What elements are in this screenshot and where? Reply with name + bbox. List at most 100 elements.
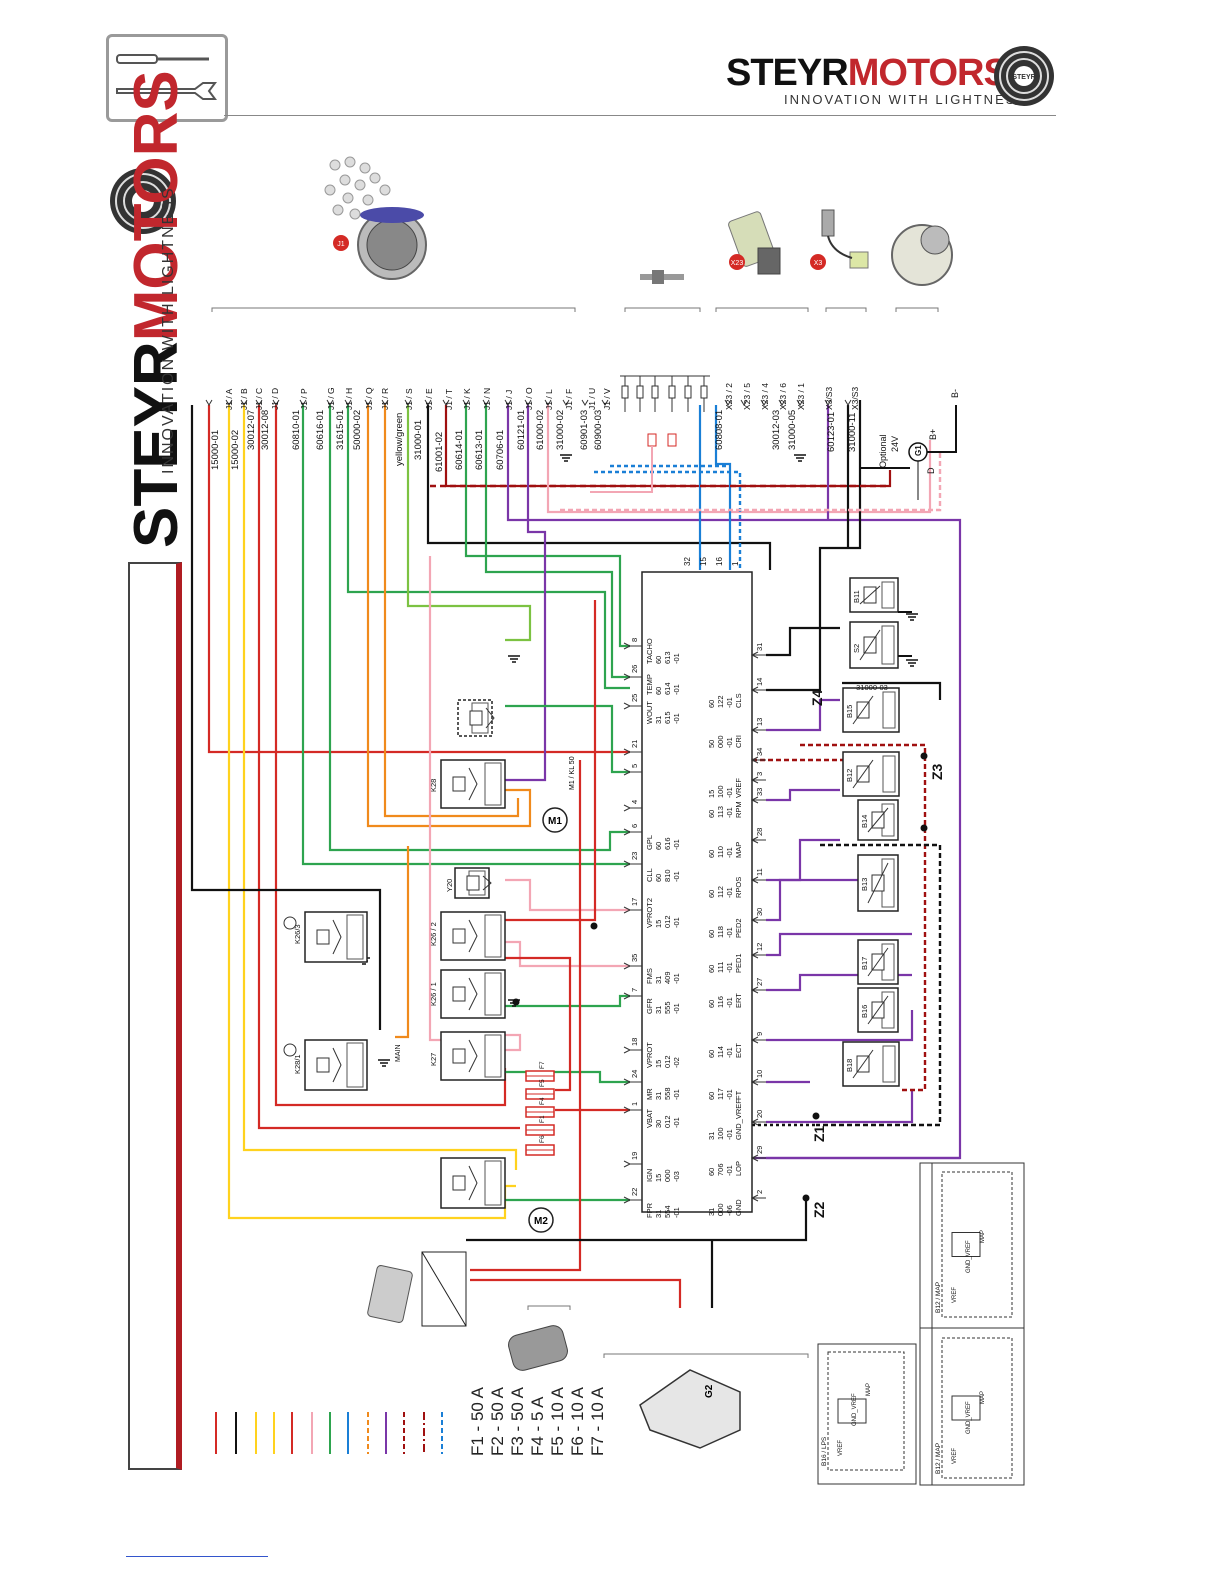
ecu-right-pin-10: 10 — [755, 1070, 764, 1078]
ecu-left-text: 409 — [663, 971, 672, 984]
ecu-right-text: FT — [734, 1090, 743, 1100]
battery-g2-icon: G2 — [639, 1369, 741, 1449]
inset-dashed-box — [941, 1171, 1013, 1318]
footer-link[interactable] — [126, 1556, 268, 1557]
ecu-left-text: 60 — [654, 874, 663, 882]
fuse-rating-2: F2 - 50 A — [488, 1387, 507, 1456]
pin-tick-14 — [482, 399, 490, 406]
ecu-left-text: 810 — [663, 869, 672, 882]
pin-tick-11 — [424, 399, 432, 406]
ecu-right-text: ERT — [734, 993, 743, 1008]
pin-tick-1 — [225, 399, 233, 406]
relay-contact — [468, 977, 478, 1011]
relay-indicator — [283, 1043, 297, 1057]
relay-contact — [468, 1039, 478, 1073]
ecu-right-text: 000 — [716, 1203, 725, 1216]
pin-tick-21 — [724, 399, 732, 406]
sensor-label-B14: B14 — [860, 815, 869, 828]
m1-label: M1 — [548, 816, 562, 827]
glow-plug-resistor — [636, 385, 644, 399]
relay-pins — [346, 1042, 364, 1088]
pin-label: J1 / H — [344, 388, 354, 410]
sidebar-title-bar — [128, 562, 182, 1470]
wire-label: 60900-03 — [593, 410, 604, 450]
wire-label: 15000-01 — [210, 430, 221, 470]
pin-label: J1 / G — [326, 387, 336, 410]
relay-pins — [484, 762, 502, 806]
wire-label: 60901-03 — [579, 410, 590, 450]
wire-46 — [766, 626, 840, 657]
ecu-top-pin-32: 32 — [683, 557, 692, 566]
pin-tick-0 — [205, 399, 213, 406]
ecu-right-text: 706 — [716, 1163, 725, 1176]
wire-2 — [242, 405, 518, 1170]
seal-text: STEYR — [1012, 74, 1035, 81]
relay-contact — [468, 1165, 478, 1201]
brand-seal-icon: STEYR — [994, 46, 1054, 106]
ecu-left-text: 012 — [663, 915, 672, 928]
ecu-right-text: -01 — [725, 927, 734, 938]
brand-tagline: INNOVATION WITH LIGHTNESS — [784, 92, 1028, 107]
ecu-left-text: 615 — [663, 711, 672, 724]
ecu-right-pin-9: 9 — [755, 1032, 764, 1036]
alt-optional-label: Optional — [878, 434, 888, 468]
relay-coil — [452, 986, 466, 1002]
sensor-pins — [881, 581, 895, 609]
x23-connector-icon — [728, 211, 781, 275]
ecu-left-text: 31 — [654, 1210, 663, 1218]
pin-label: J1 / J — [504, 390, 514, 410]
main-relay-label: MAIN — [395, 1045, 402, 1063]
ecu-left-arrow — [623, 1046, 632, 1054]
ecu-left-text: 614 — [663, 682, 672, 695]
ecu-right-text: VREF — [734, 778, 743, 798]
ecu-left-text: -01 — [672, 839, 681, 850]
wire-24 — [505, 994, 630, 1008]
relay-coil — [452, 1175, 466, 1191]
ecu-right-pin-20: 20 — [755, 1110, 764, 1118]
glow-plug-resistor — [621, 385, 629, 399]
relay-contact — [332, 1047, 342, 1083]
ecu-top-pin-1: 1 — [731, 561, 740, 566]
sensor-label-B17: B17 — [860, 957, 869, 970]
ecu-right-text: RPOS — [734, 877, 743, 898]
wire-5 — [301, 405, 630, 866]
wire-47 — [842, 681, 942, 700]
junction-dot — [590, 922, 598, 930]
ecu-left-arrow — [623, 804, 632, 812]
screwdriver-wrench-icon — [116, 54, 217, 100]
pin-label: J1 / P — [299, 388, 309, 410]
pin-label: J1 / A — [224, 388, 234, 410]
sensor-label-S2: S2 — [852, 644, 861, 653]
sensor-arrow — [859, 629, 881, 661]
fuse-rating-7: F7 - 10 A — [588, 1387, 607, 1456]
wire-3 — [257, 405, 520, 1130]
ecu-right-text: 100 — [716, 1127, 725, 1140]
wire-13 — [444, 405, 892, 488]
wire-11 — [395, 846, 410, 1039]
ecu-left-text: -03 — [672, 1171, 681, 1182]
fuse-rating-4: F4 - 5 A — [528, 1396, 547, 1456]
dashed-wire-1 — [594, 470, 742, 570]
ecu-left-text: VBAT — [645, 1109, 654, 1128]
inset-sensor — [951, 1395, 981, 1421]
junction-dot — [920, 824, 928, 832]
ecu-right-text: LOP — [734, 1161, 743, 1176]
inset-sensor — [837, 1398, 867, 1424]
relay-pins — [484, 1034, 502, 1078]
ecu-right-text: 114 — [716, 1046, 725, 1058]
tag-j1: J1 — [337, 241, 345, 248]
relay-label: K27 — [429, 1053, 438, 1066]
wire-6 — [328, 405, 630, 852]
x3-sensor-icon — [821, 209, 869, 269]
wire-39 — [766, 973, 912, 992]
pin-label: J1 / E — [424, 388, 434, 410]
wire-14 — [464, 405, 630, 648]
ecu-left-text: 31 — [654, 1092, 663, 1100]
pin-label: X23 / 1 — [796, 383, 806, 410]
wire-31 — [470, 1278, 682, 1308]
ecu-right-text: CRI — [734, 735, 743, 748]
junction-dot — [920, 752, 928, 760]
ecu-left-text: CLL — [645, 868, 654, 882]
